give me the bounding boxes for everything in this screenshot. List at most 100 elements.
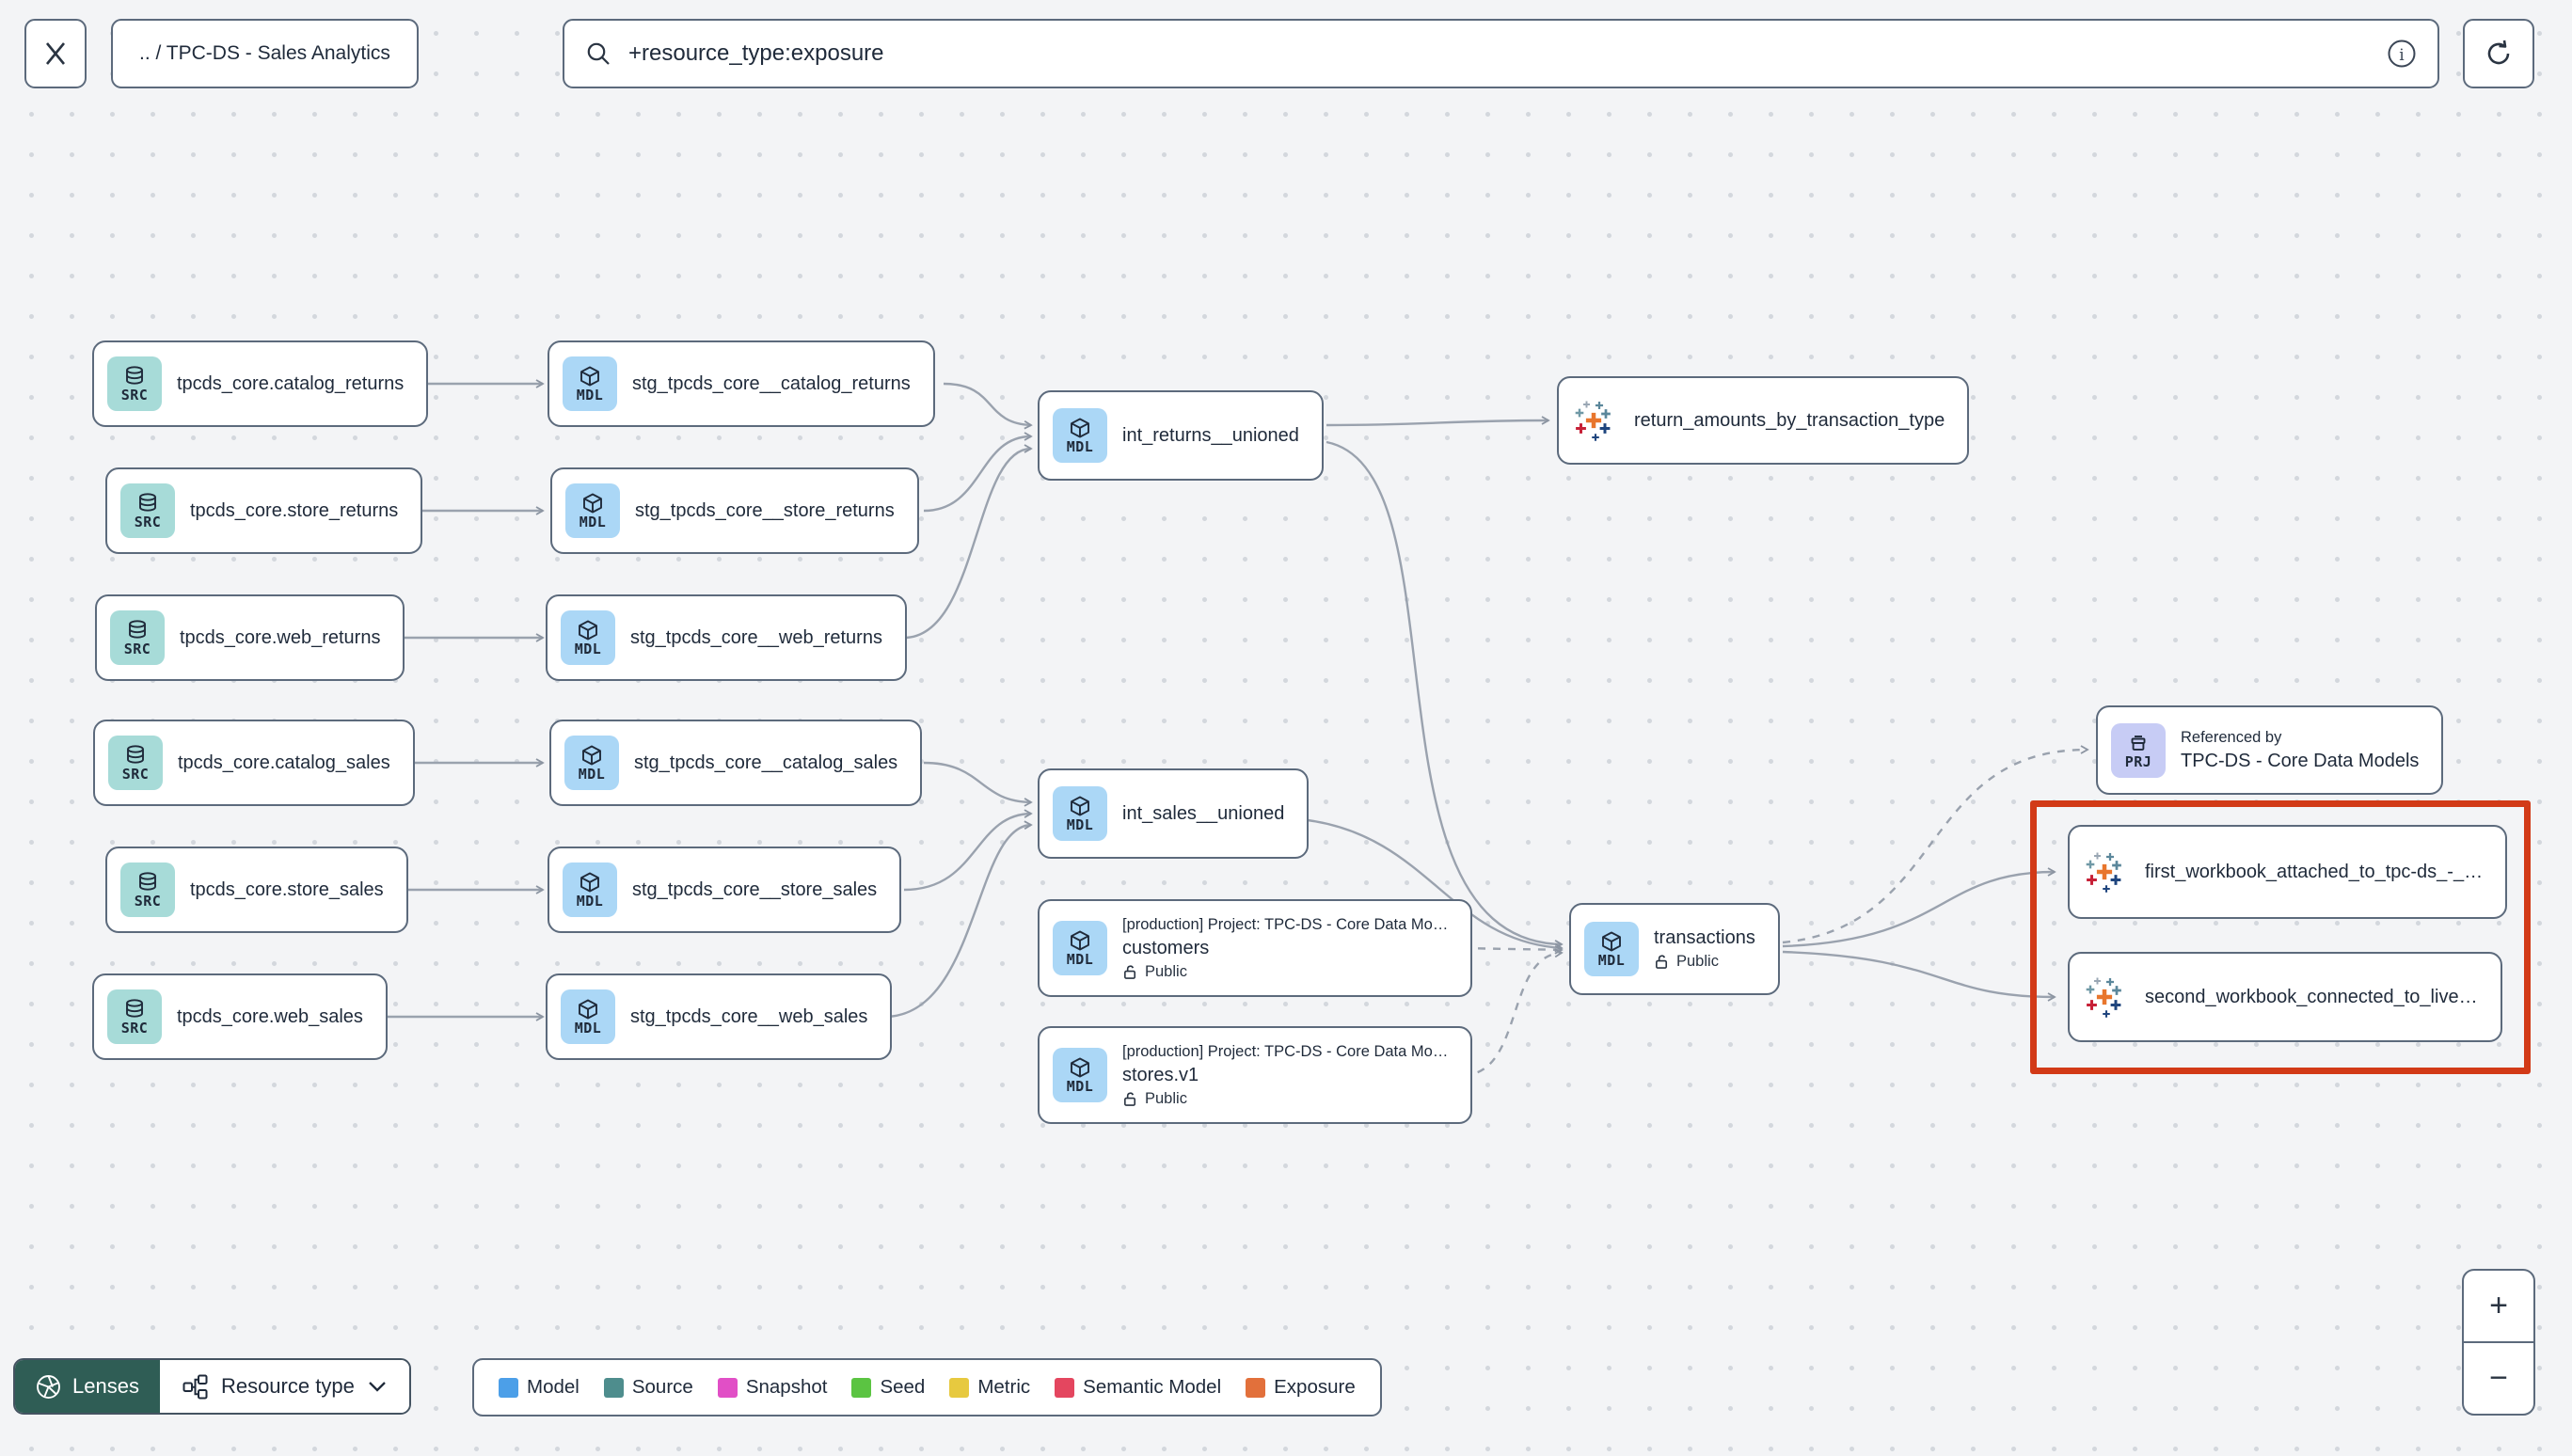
tableau-icon xyxy=(2083,975,2126,1019)
info-icon[interactable]: i xyxy=(2387,39,2417,69)
node-label: second_workbook_connected_to_live… xyxy=(2145,986,2478,1007)
legend-swatch xyxy=(717,1377,738,1398)
unlock-icon xyxy=(1122,1091,1138,1107)
node-label: first_workbook_attached_to_tpc-ds_-_… xyxy=(2145,861,2484,882)
unlock-icon xyxy=(1122,964,1138,980)
node-project-label: [production] Project: TPC-DS - Core Data… xyxy=(1122,915,1449,933)
node-label: tpcds_core.web_sales xyxy=(177,1005,363,1027)
node-exposure-first-workbook[interactable]: first_workbook_attached_to_tpc-ds_-_… xyxy=(2068,825,2508,919)
source-badge: SRC xyxy=(110,610,165,665)
lenses-button[interactable]: Lenses xyxy=(15,1360,160,1413)
zoom-in-button[interactable]: + xyxy=(2464,1271,2533,1343)
search-bar: i xyxy=(563,19,2439,88)
node-referenced-by-project[interactable]: PRJ Referenced by TPC-DS - Core Data Mod… xyxy=(2096,705,2444,795)
legend-swatch xyxy=(851,1377,872,1398)
model-badge: MDL xyxy=(564,736,619,790)
node-stg-web-sales[interactable]: MDL stg_tpcds_core__web_sales xyxy=(546,973,893,1060)
node-label: int_sales__unioned xyxy=(1122,802,1285,824)
refresh-button[interactable] xyxy=(2463,19,2534,88)
lenses-label: Lenses xyxy=(72,1374,139,1398)
node-transactions[interactable]: MDL transactions Public xyxy=(1569,903,1780,995)
legend-swatch xyxy=(603,1377,624,1398)
source-badge: SRC xyxy=(107,989,162,1044)
source-badge: SRC xyxy=(107,356,162,411)
legend-item-snapshot: Snapshot xyxy=(717,1376,827,1399)
node-source-catalog-returns[interactable]: SRC tpcds_core.catalog_returns xyxy=(92,340,429,427)
node-stg-catalog-returns[interactable]: MDL stg_tpcds_core__catalog_returns xyxy=(548,340,935,427)
search-icon xyxy=(587,42,610,65)
resource-type-legend: Model Source Snapshot Seed Metric Semant… xyxy=(472,1358,1382,1416)
node-label: tpcds_core.store_sales xyxy=(190,878,384,900)
model-badge: MDL xyxy=(1053,1048,1107,1102)
model-badge: MDL xyxy=(1053,786,1107,841)
unlock-icon xyxy=(1654,954,1670,970)
node-stg-store-sales[interactable]: MDL stg_tpcds_core__store_sales xyxy=(548,847,902,933)
resource-type-label: Resource type xyxy=(220,1374,355,1398)
source-badge: SRC xyxy=(120,483,175,538)
model-badge: MDL xyxy=(561,989,615,1044)
legend-swatch xyxy=(1246,1377,1266,1398)
zoom-controls: + − xyxy=(2462,1269,2535,1416)
node-label: stg_tpcds_core__web_sales xyxy=(630,1005,868,1027)
svg-text:i: i xyxy=(2399,46,2405,65)
node-source-catalog-sales[interactable]: SRC tpcds_core.catalog_sales xyxy=(93,720,415,806)
source-badge: SRC xyxy=(120,863,175,917)
node-label: tpcds_core.catalog_returns xyxy=(177,372,405,394)
model-badge: MDL xyxy=(565,483,620,538)
node-customers[interactable]: MDL [production] Project: TPC-DS - Core … xyxy=(1038,899,1473,997)
tableau-icon xyxy=(2083,850,2126,894)
close-button[interactable] xyxy=(24,19,87,88)
node-stores-v1[interactable]: MDL [production] Project: TPC-DS - Core … xyxy=(1038,1026,1473,1124)
project-badge: PRJ xyxy=(2111,722,2166,778)
legend-item-model: Model xyxy=(499,1376,579,1399)
node-label: int_returns__unioned xyxy=(1122,424,1299,446)
node-exposure-return-amounts[interactable]: return_amounts_by_transaction_type xyxy=(1557,376,1970,465)
node-label: stg_tpcds_core__catalog_returns xyxy=(632,372,911,394)
node-label: customers xyxy=(1122,937,1210,958)
model-badge: MDL xyxy=(1053,408,1107,463)
zoom-out-button[interactable]: − xyxy=(2489,1360,2508,1396)
node-label: stg_tpcds_core__store_sales xyxy=(632,878,878,900)
refresh-icon xyxy=(2487,40,2510,65)
node-stg-catalog-sales[interactable]: MDL stg_tpcds_core__catalog_sales xyxy=(549,720,923,806)
node-label: TPC-DS - Core Data Models xyxy=(2181,750,2420,771)
legend-swatch xyxy=(949,1377,970,1398)
node-int-sales-unioned[interactable]: MDL int_sales__unioned xyxy=(1038,768,1310,859)
model-badge: MDL xyxy=(1584,922,1639,976)
node-source-web-sales[interactable]: SRC tpcds_core.web_sales xyxy=(92,973,388,1060)
access-row: Public xyxy=(1122,1090,1448,1108)
breadcrumb[interactable]: .. / TPC-DS - Sales Analytics xyxy=(111,19,419,88)
legend-item-semantic-model: Semantic Model xyxy=(1055,1376,1221,1399)
node-label: tpcds_core.web_returns xyxy=(180,626,381,648)
node-source-store-returns[interactable]: SRC tpcds_core.store_returns xyxy=(105,467,423,554)
node-int-returns-unioned[interactable]: MDL int_returns__unioned xyxy=(1038,390,1324,481)
legend-swatch xyxy=(499,1377,518,1398)
legend-item-exposure: Exposure xyxy=(1246,1376,1356,1399)
node-exposure-second-workbook[interactable]: second_workbook_connected_to_live… xyxy=(2068,952,2502,1042)
node-stg-web-returns[interactable]: MDL stg_tpcds_core__web_returns xyxy=(546,594,907,681)
lenses-toolbar: Lenses Resource type xyxy=(13,1358,411,1415)
tableau-icon xyxy=(1572,399,1615,442)
model-badge: MDL xyxy=(563,863,617,917)
source-badge: SRC xyxy=(108,736,163,790)
node-label: stores.v1 xyxy=(1122,1064,1199,1085)
legend-item-metric: Metric xyxy=(949,1376,1030,1399)
model-badge: MDL xyxy=(563,356,617,411)
node-label: tpcds_core.store_returns xyxy=(190,499,399,521)
legend-item-seed: Seed xyxy=(851,1376,925,1399)
node-stg-store-returns[interactable]: MDL stg_tpcds_core__store_returns xyxy=(550,467,919,554)
node-label: stg_tpcds_core__web_returns xyxy=(630,626,882,648)
access-row: Public xyxy=(1122,963,1448,981)
node-label: stg_tpcds_core__catalog_sales xyxy=(634,752,898,773)
node-source-web-returns[interactable]: SRC tpcds_core.web_returns xyxy=(95,594,405,681)
node-label: tpcds_core.catalog_sales xyxy=(178,752,390,773)
legend-swatch xyxy=(1055,1377,1075,1398)
node-label: transactions xyxy=(1654,927,1755,948)
resource-type-dropdown[interactable]: Resource type xyxy=(159,1360,409,1413)
node-source-store-sales[interactable]: SRC tpcds_core.store_sales xyxy=(105,847,408,933)
search-input[interactable] xyxy=(627,40,2372,68)
referenced-by-label: Referenced by xyxy=(2181,728,2282,746)
model-badge: MDL xyxy=(1053,921,1107,975)
node-label: stg_tpcds_core__store_returns xyxy=(635,499,895,521)
node-project-label: [production] Project: TPC-DS - Core Data… xyxy=(1122,1042,1449,1060)
